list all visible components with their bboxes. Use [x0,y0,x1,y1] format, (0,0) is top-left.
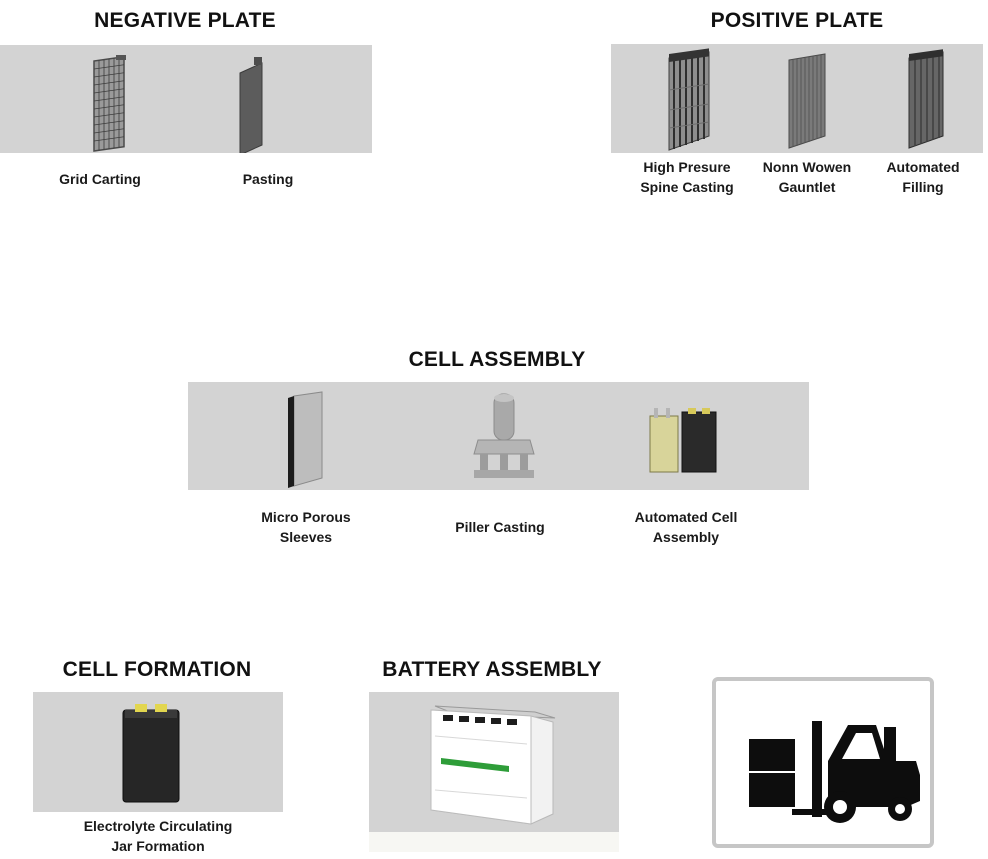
positive-plate-title: POSITIVE PLATE [710,9,884,32]
cell-formation-title: CELL FORMATION [62,658,252,681]
cell-jar-icon [122,704,180,803]
gauntlet-icon [788,53,826,149]
cell-formation-panel [33,692,283,812]
forklift-icon [749,721,920,823]
cell-assembly-title: CELL ASSEMBLY [408,348,586,371]
cell-assembly-icon [649,408,717,473]
battery-assembly-panel [369,692,619,852]
cell-assembly-panel [188,382,809,490]
piller-casting-label: Piller Casting [455,519,545,535]
battery-assembly-title: BATTERY ASSEMBLY [382,658,602,681]
positive-plate-panel [611,44,983,153]
grid-plate-icon [93,55,263,153]
pasting-label: Pasting [242,171,294,187]
filled-plate-icon [908,49,944,149]
battery-pack-icon [430,705,556,825]
pasted-plate-icon [239,57,263,153]
dispatch-frame [712,677,934,848]
grid-carting-label: Grid Carting [59,171,141,187]
negative-plate-panel [0,45,372,153]
spine-casting-icon [668,48,710,151]
pillar-icon [473,393,535,478]
sleeve-icon [288,391,323,488]
negative-plate-title: NEGATIVE PLATE [94,9,276,32]
